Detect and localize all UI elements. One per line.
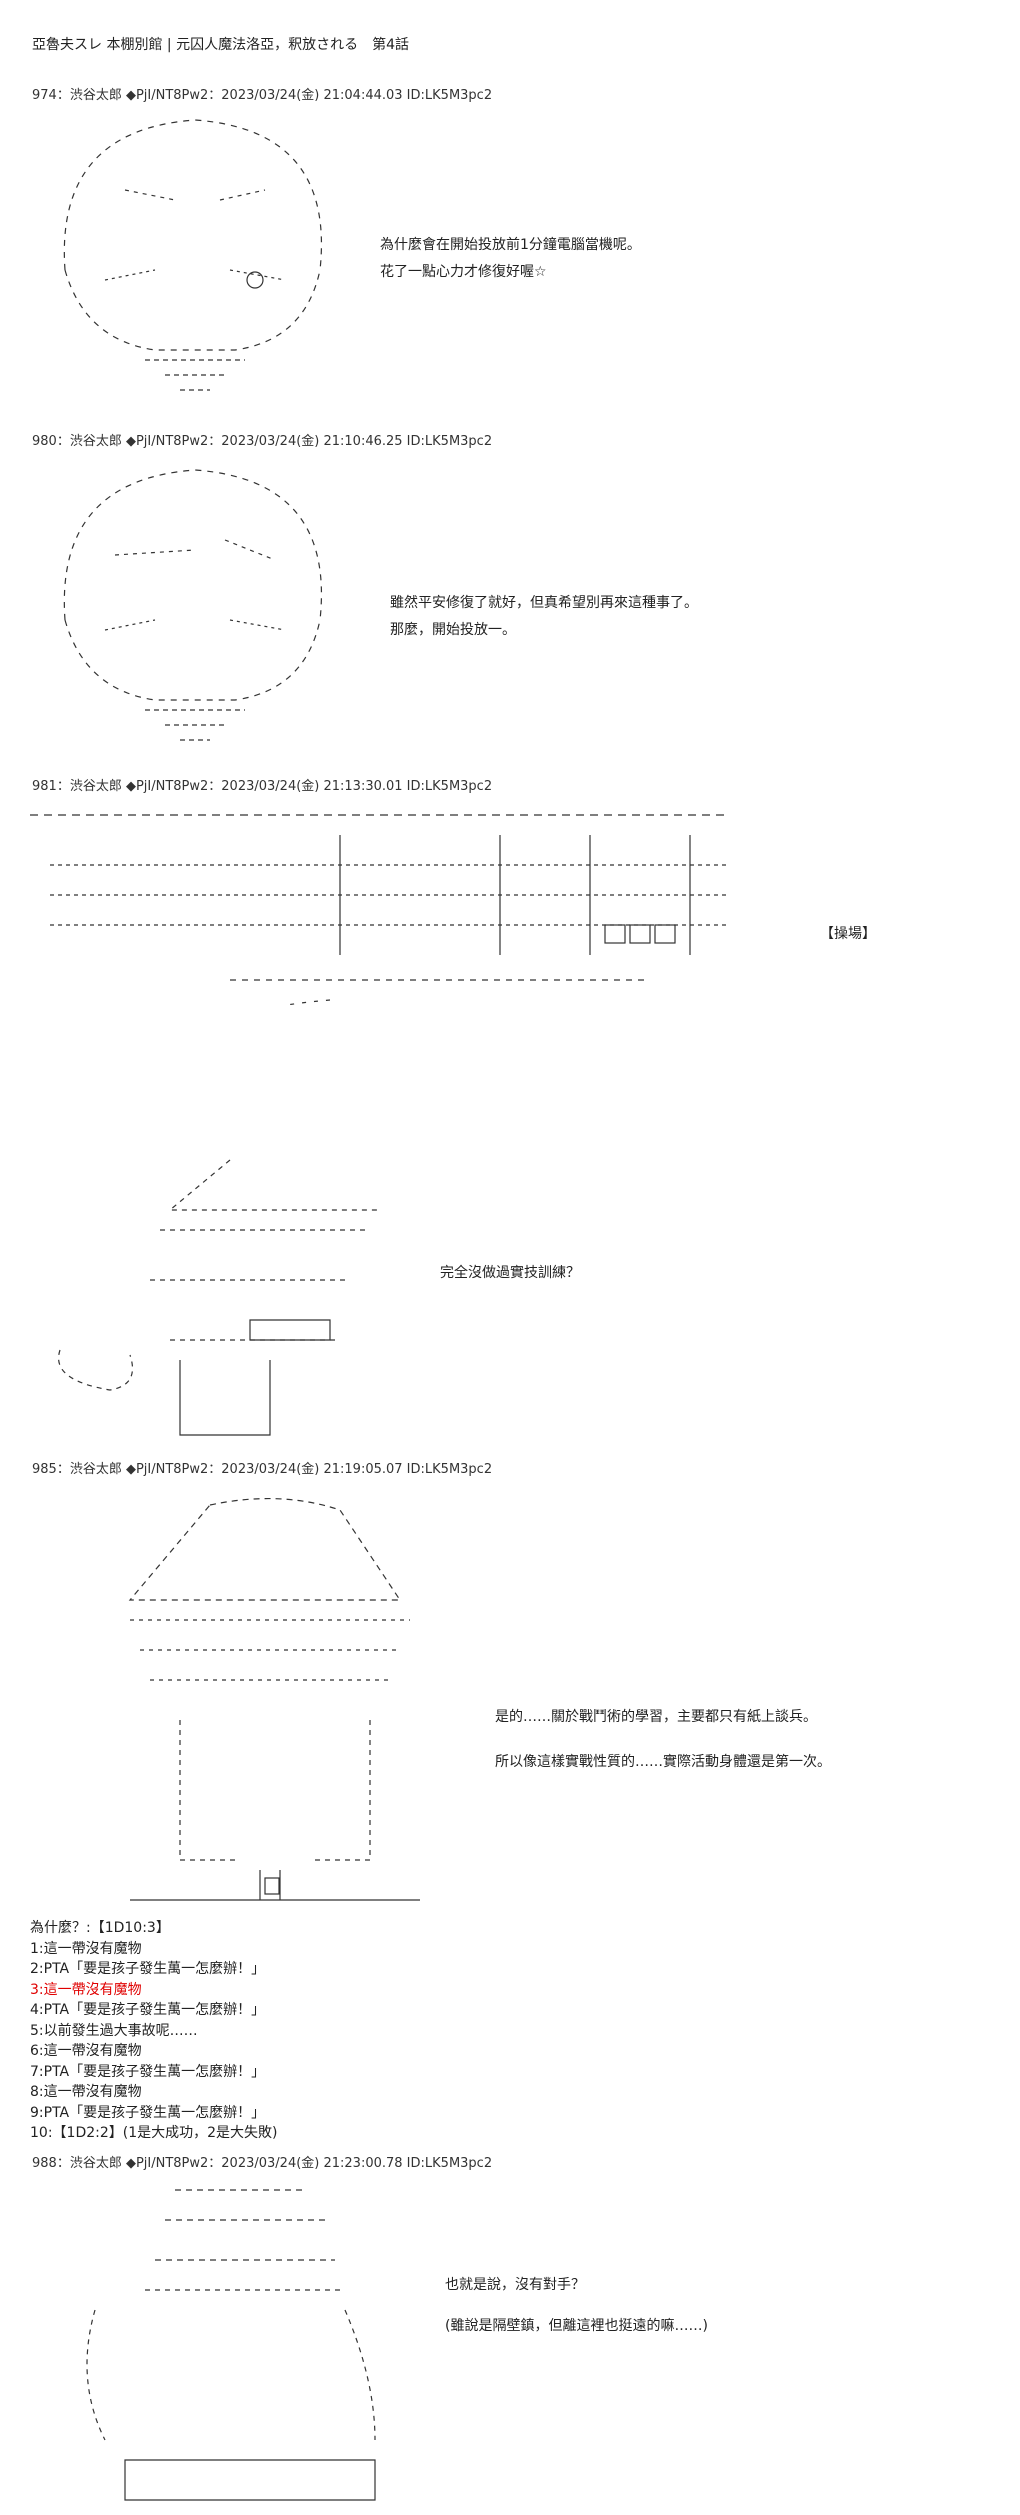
roll-option: 9:PTA「要是孩子發生萬一怎麼辦！」 — [30, 2104, 266, 2121]
ascii-art-character — [75, 2180, 395, 2505]
post-header: 981：渋谷太郎 ◆PjI/NT8Pw2：2023/03/24(金) 21:13… — [32, 779, 493, 794]
post-header: 988：渋谷太郎 ◆PjI/NT8Pw2：2023/03/24(金) 21:23… — [32, 2156, 493, 2171]
roll-option: 1:這一帶沒有魔物 — [30, 1940, 142, 1957]
dialog-line: 花了一點心力才修復好喔☆ — [380, 263, 547, 280]
dialog-block: 雖然平安修復了就好，但真希望別再來這種事了。 那麼，開始投放一。 — [390, 590, 698, 643]
roll-option: 2:PTA「要是孩子發生萬一怎麼辦！」 — [30, 1961, 266, 1977]
post-header: 980：渋谷太郎 ◆PjI/NT8Pw2：2023/03/24(金) 21:10… — [32, 434, 493, 449]
dialog-block: 為什麼會在開始投放前1分鐘電腦當機呢。 花了一點心力才修復好喔☆ — [380, 232, 641, 285]
ascii-art-school-building — [30, 805, 770, 1005]
stage-label: 【操場】 — [820, 926, 876, 942]
dialog-line: 那麼，開始投放一。 — [390, 621, 516, 638]
dialog-line: (雖說是隔壁鎮，但離這裡也挺遠的嘛……) — [445, 2317, 708, 2334]
ascii-art-character — [45, 460, 345, 750]
ascii-art-character — [45, 110, 345, 400]
ascii-art-character — [110, 1490, 440, 1910]
dialog-line: 雖然平安修復了就好，但真希望別再來這種事了。 — [390, 595, 698, 611]
dialog-line: 為什麼會在開始投放前1分鐘電腦當機呢。 — [380, 237, 641, 253]
roll-heading: 為什麼？:【1D10:3】 — [30, 1920, 170, 1936]
roll-option: 6:這一帶沒有魔物 — [30, 2043, 142, 2059]
dialog-line: 是的……關於戰鬥術的學習，主要都只有紙上談兵。 — [495, 1709, 817, 1725]
post-header: 985：渋谷太郎 ◆PjI/NT8Pw2：2023/03/24(金) 21:19… — [32, 1462, 493, 1477]
dialog-line: 也就是說，沒有對手？ — [445, 2277, 585, 2293]
dialog-block: 完全沒做過實技訓練？ — [440, 1260, 580, 1287]
roll-option: 7:PTA「要是孩子發生萬一怎麼辦！」 — [30, 2063, 266, 2080]
post-header: 974：渋谷太郎 ◆PjI/NT8Pw2：2023/03/24(金) 21:04… — [32, 88, 493, 103]
roll-option: 5:以前發生過大事故呢…… — [30, 2022, 198, 2039]
roll-option: 4:PTA「要是孩子發生萬一怎麼辦！」 — [30, 2002, 266, 2018]
page-title: 亞魯夫スレ 本棚別館 | 元囚人魔法洛亞，釈放される 第4話 — [32, 37, 409, 53]
dialog-line: 完全沒做過實技訓練？ — [440, 1265, 580, 1281]
roll-option: 10:【1D2:2】(1是大成功，2是大失敗) — [30, 2125, 278, 2141]
dialog-line: 所以像這樣實戰性質的……實際活動身體還是第一次。 — [495, 1753, 831, 1770]
roll-option: 8:這一帶沒有魔物 — [30, 2084, 142, 2100]
roll-option-selected: 3:這一帶沒有魔物 — [30, 1981, 142, 1998]
dialog-block: 是的……關於戰鬥術的學習，主要都只有紙上談兵。 所以像這樣實戰性質的……實際活動… — [495, 1704, 831, 1775]
dialog-block: 也就是說，沒有對手？ (雖說是隔壁鎮，但離這裡也挺遠的嘛……) — [445, 2272, 708, 2339]
dice-roll-list: 為什麼？:【1D10:3】 1:這一帶沒有魔物 2:PTA「要是孩子發生萬一怎麼… — [30, 1918, 278, 2144]
ascii-art-character — [50, 1150, 380, 1440]
